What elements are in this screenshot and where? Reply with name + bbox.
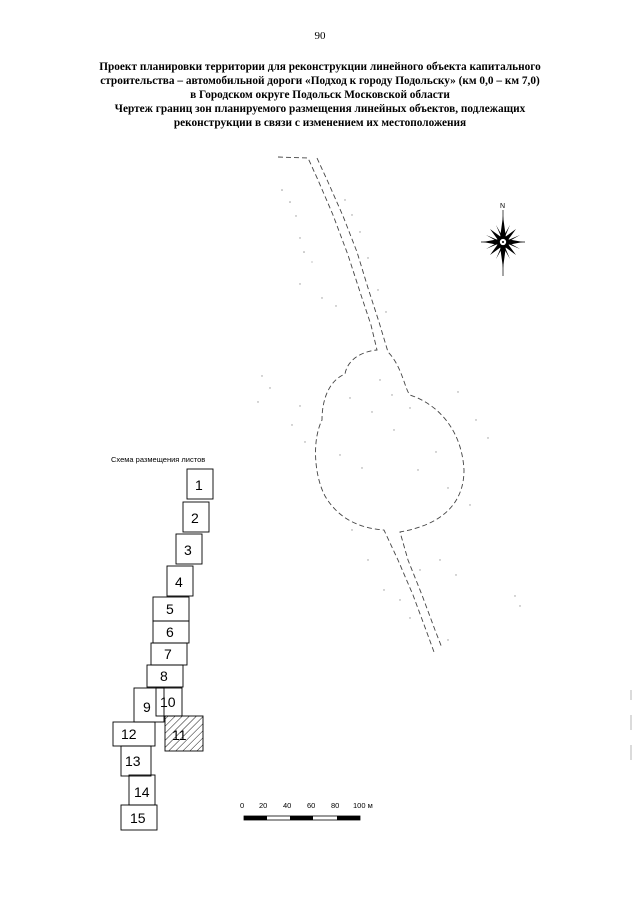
scale-label-80: 80 <box>331 801 340 810</box>
scale-label-20: 20 <box>259 801 268 810</box>
scale-label-60: 60 <box>307 801 316 810</box>
sheet-box-2 <box>182 501 210 533</box>
sheet-label-6: 6 <box>166 624 174 640</box>
title-line-1: Проект планировки территории для реконст… <box>99 61 541 73</box>
sheet-label-7: 7 <box>164 646 172 662</box>
title-line-3: в Городском округе Подольск Московской о… <box>190 89 450 101</box>
compass-north-label: N <box>500 203 506 210</box>
sheet-label-2: 2 <box>191 510 199 526</box>
scale-label-40: 40 <box>283 801 292 810</box>
page-number: 90 <box>314 30 326 42</box>
sheet-label-11: 11 <box>172 727 187 743</box>
sheet-box-8 <box>146 664 184 688</box>
title-line-5: реконструкции в связи с изменением их ме… <box>173 117 467 129</box>
sheet-label-1: 1 <box>195 477 203 493</box>
sheet-label-5: 5 <box>166 601 174 617</box>
sheet-layout-scheme <box>112 468 214 831</box>
sheet-box-4 <box>166 565 194 597</box>
road-zone-boundary <box>277 156 465 653</box>
sheet-label-12: 12 <box>121 726 137 742</box>
sheet-label-15: 15 <box>130 810 146 826</box>
scale-label-100: 100 м <box>353 801 373 810</box>
scale-bar-labels: 0 20 40 60 80 100 м <box>236 801 406 813</box>
title-line-4: Чертеж границ зон планируемого размещени… <box>114 103 526 115</box>
sheet-labels: 1 2 3 4 5 6 7 8 9 10 11 12 13 14 15 <box>121 477 203 826</box>
sheet-label-9: 9 <box>143 699 151 715</box>
document-title: Проект планировки территории для реконст… <box>60 60 580 130</box>
sheet-label-13: 13 <box>125 753 141 769</box>
title-line-2: строительства – автомобильной дороги «По… <box>100 75 540 87</box>
sheet-label-4: 4 <box>175 574 183 590</box>
scale-bar <box>243 815 361 821</box>
sheet-label-10: 10 <box>160 694 176 710</box>
sheet-label-8: 8 <box>160 668 168 684</box>
sheet-label-3: 3 <box>184 542 192 558</box>
sheet-box-11 <box>164 715 204 752</box>
sheet-box-15 <box>120 804 158 831</box>
survey-details <box>257 189 521 641</box>
sheet-box-13 <box>120 745 152 777</box>
sheet-box-1 <box>186 468 214 500</box>
sheet-layout-caption: Схема размещения листов <box>111 455 206 464</box>
compass-rose-icon <box>481 210 525 276</box>
sheet-label-14: 14 <box>134 784 150 800</box>
scale-label-0: 0 <box>240 801 245 810</box>
sheet-box-3 <box>175 533 203 565</box>
